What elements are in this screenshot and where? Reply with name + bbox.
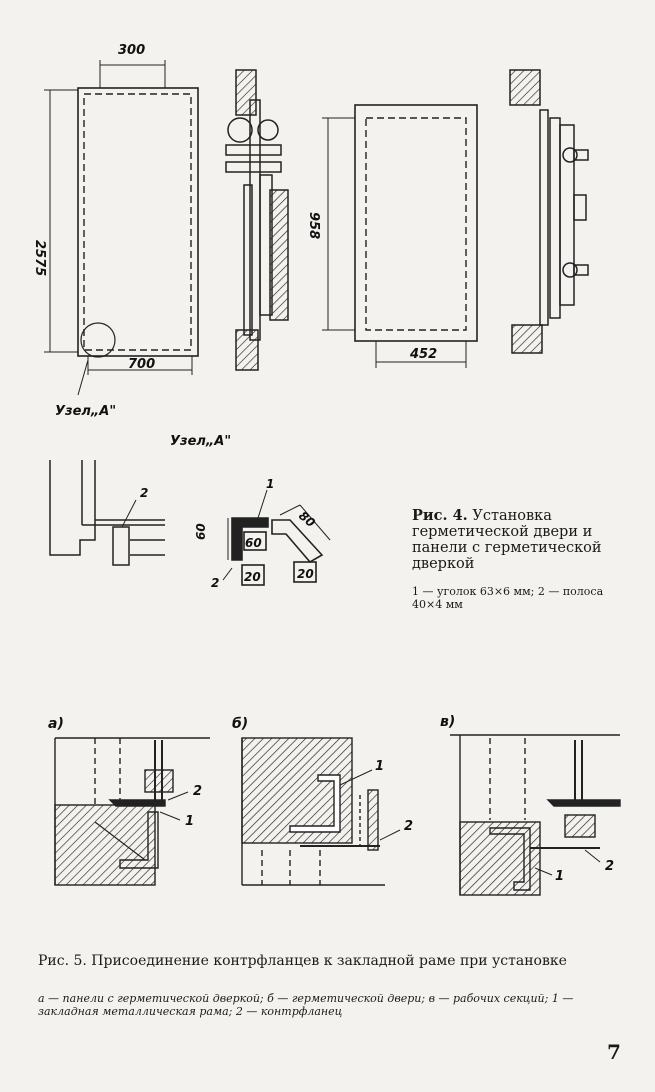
node-a-detail-left: [49, 460, 165, 566]
panel-side-section: [509, 69, 589, 354]
fig5-label-a: а): [48, 716, 64, 732]
fig5-label-b: б): [232, 716, 248, 732]
dim-panel-height: 958: [306, 212, 321, 239]
fig4-legend: 1 — уголок 63×6 мм; 2 — полоса 40×4 мм: [412, 585, 604, 611]
page-number: 7: [607, 1040, 621, 1064]
node-title: Узел„А": [170, 434, 231, 449]
fig5-legend: а — панели с герметической дверкой; б — …: [38, 992, 574, 1018]
door-side-section: [225, 69, 289, 371]
panel-front-view: [322, 104, 478, 368]
node-a-detail-right: [222, 489, 331, 586]
fig5-panel-c: [450, 734, 621, 896]
node-label: Узел„А": [55, 404, 116, 419]
dim-node-60b: 60: [245, 536, 262, 550]
callout-a-2: 2: [193, 784, 202, 799]
fig5-panel-a: [54, 737, 210, 886]
fig5-panel-b: [241, 737, 401, 886]
fig4-caption: Рис. 4. Установка герметической двери и …: [412, 507, 630, 573]
dim-height: 2575: [32, 240, 47, 276]
dim-node-80: 80: [296, 509, 318, 530]
dim-panel-width: 452: [409, 347, 437, 362]
callout-a-1: 1: [185, 814, 194, 829]
callout-2-node-right: 2: [211, 576, 219, 590]
callout-2-node-left: 2: [140, 486, 148, 500]
dim-bottom-width: 700: [128, 357, 155, 372]
callout-c-1: 1: [555, 869, 564, 884]
fig5-caption: Рис. 5. Присоединение контрфланцев к зак…: [38, 953, 567, 969]
callout-c-2: 2: [605, 859, 614, 874]
fig4-caption-text: Установка герметической двери и панели с…: [412, 508, 602, 572]
callout-b-1: 1: [375, 759, 384, 774]
fig5-label-c: в): [440, 714, 455, 730]
dim-node-20b: 20: [297, 567, 314, 581]
fig4-caption-prefix: Рис. 4.: [412, 507, 468, 524]
dim-top-width: 300: [118, 43, 145, 58]
callout-1-node-right: 1: [266, 477, 274, 491]
dim-node-60a: 60: [194, 523, 208, 540]
dim-node-20a: 20: [244, 570, 261, 584]
door-front-view: [44, 60, 199, 396]
callout-b-2: 2: [404, 819, 413, 834]
